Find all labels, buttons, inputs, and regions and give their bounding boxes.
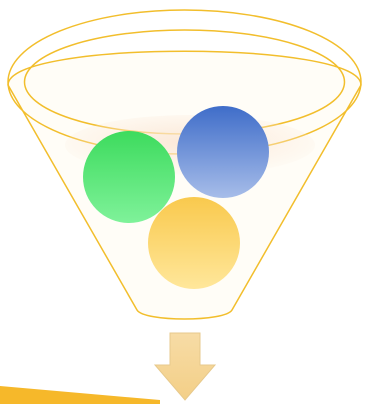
bottom-band	[0, 386, 160, 404]
green-ball	[83, 131, 175, 223]
yellow-ball	[148, 197, 240, 289]
down-arrow-icon	[155, 333, 215, 400]
blue-ball	[177, 106, 269, 198]
